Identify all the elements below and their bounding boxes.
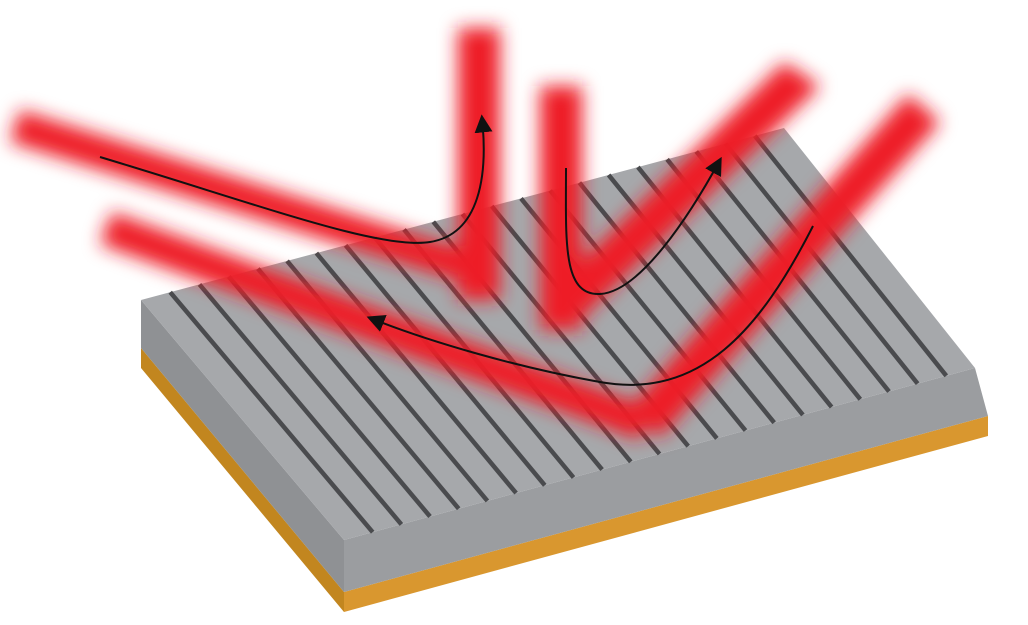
incident-beam-diagonal-right	[628, 94, 940, 438]
groove-line	[577, 181, 776, 425]
groove-line	[314, 251, 518, 495]
arrow-left-to-vertical	[99, 114, 493, 244]
substrate-left-face	[141, 348, 344, 612]
groove-line	[226, 275, 432, 518]
reflected-beam-vertical-tall	[458, 28, 500, 300]
groove-line	[753, 134, 949, 378]
groove-line	[197, 282, 404, 526]
arrow-diagonal-to-left	[366, 225, 814, 386]
groove-line	[548, 189, 748, 432]
reflected-beam-diagonal-upper	[540, 62, 820, 330]
grating-front-face	[344, 368, 988, 592]
groove-line	[168, 290, 375, 534]
grating-top-surface	[141, 128, 975, 540]
incident-beam-left-upper	[10, 110, 485, 286]
grating-left-face	[141, 300, 344, 592]
substrate-front-face	[344, 416, 988, 612]
groove-line	[723, 142, 920, 386]
direction-arrows	[99, 114, 814, 386]
arrow-vertical-to-diagonal	[564, 156, 722, 296]
substrate	[141, 348, 988, 612]
